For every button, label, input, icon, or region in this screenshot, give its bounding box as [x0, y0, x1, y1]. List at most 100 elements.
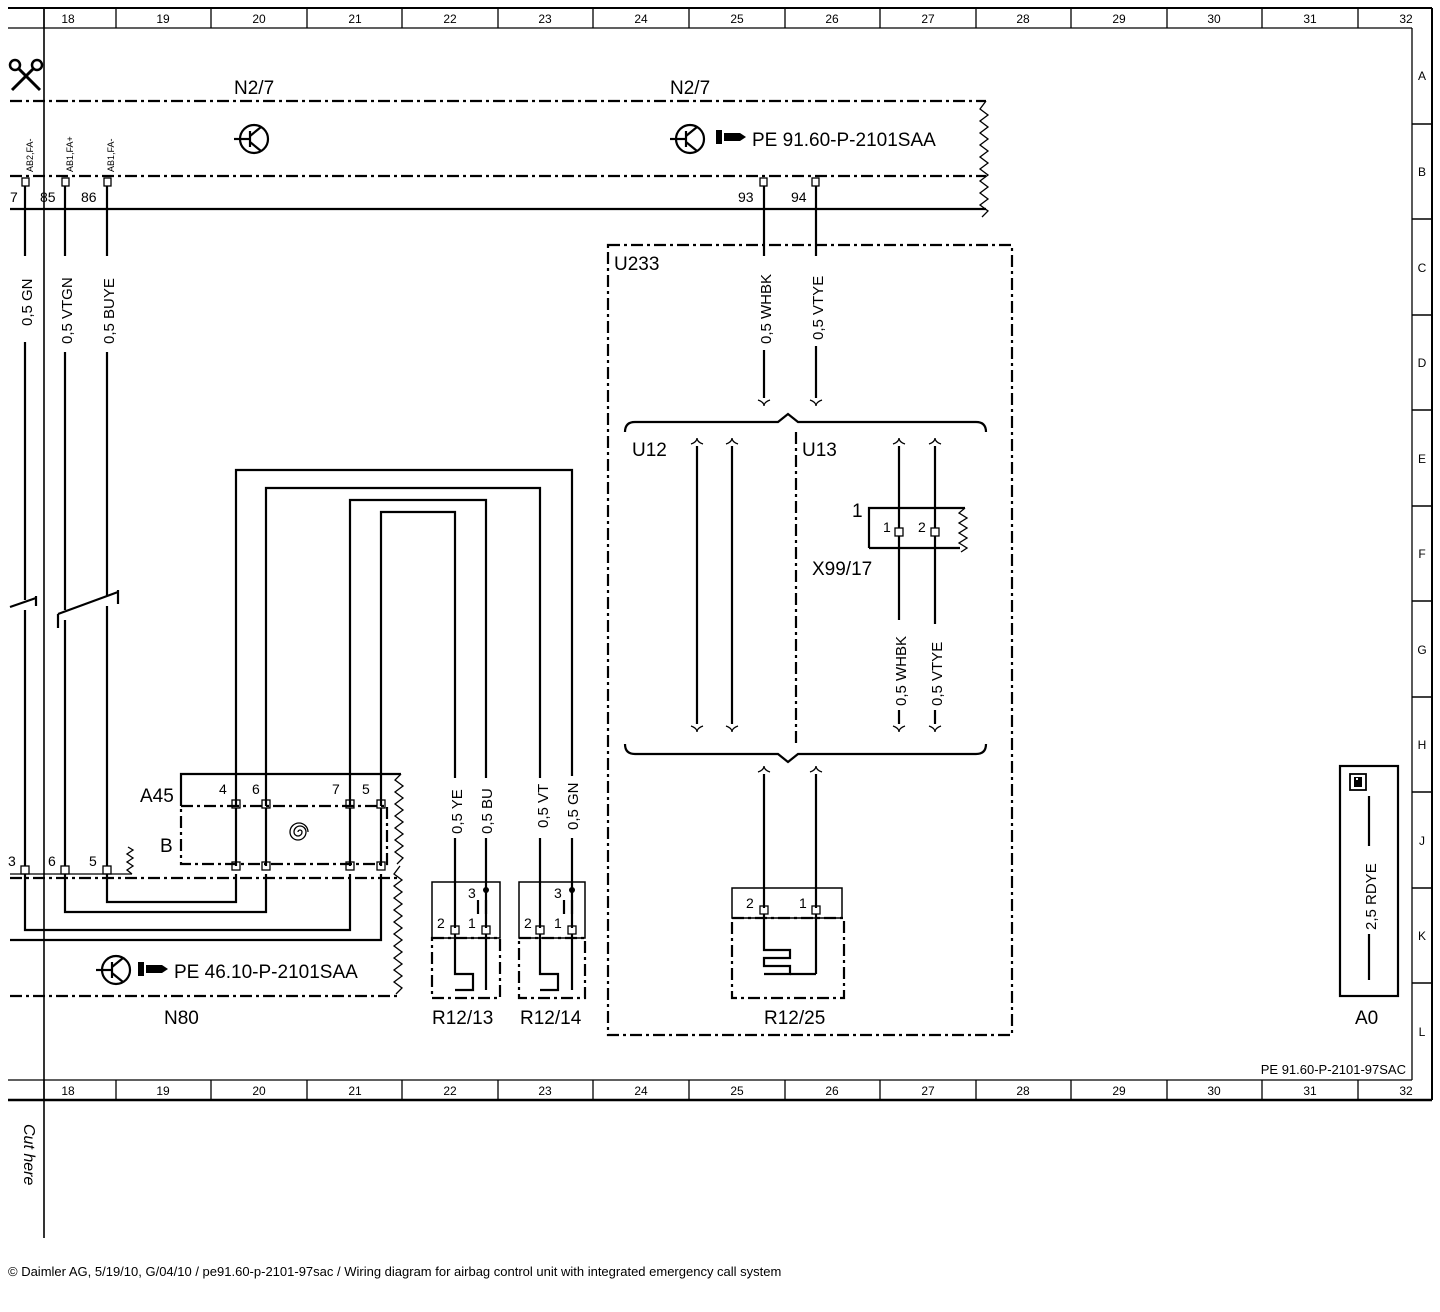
col-top-29: 29 [1112, 12, 1126, 26]
r12-14-pin-1: 1 [554, 915, 562, 931]
a45-pin-6: 6 [252, 781, 260, 797]
col-bottom-31: 31 [1303, 1084, 1317, 1098]
col-top-25: 25 [730, 12, 744, 26]
wire-label-gn: 0,5 GN [19, 278, 36, 326]
bottom-grid-ticks [43, 1080, 1359, 1100]
top-column-numbers: 18 19 20 21 22 23 24 25 26 27 28 29 30 3… [61, 12, 1413, 26]
col-bottom-18: 18 [61, 1084, 75, 1098]
x99-17-pin-1: 1 [883, 519, 891, 535]
col-bottom-19: 19 [156, 1084, 170, 1098]
col-top-31: 31 [1303, 12, 1317, 26]
sheet-reference: PE 91.60-P-2101-97SAC [1261, 1062, 1406, 1077]
row-G: G [1417, 643, 1426, 657]
u233-label: U233 [614, 254, 659, 275]
r12-13-label: R12/13 [432, 1008, 493, 1029]
a45-pin-7: 7 [332, 781, 340, 797]
n80-pin-3: 3 [8, 853, 16, 869]
r12-25-pin-1: 1 [799, 895, 807, 911]
wire-label-vt: 0,5 VT [535, 784, 552, 828]
pin-94: 94 [791, 189, 807, 205]
col-bottom-23: 23 [538, 1084, 552, 1098]
a45-wire-loops [10, 468, 574, 942]
reference-pointer-icon [716, 130, 746, 144]
col-bottom-28: 28 [1016, 1084, 1030, 1098]
x99-17-label: X99/17 [812, 559, 872, 580]
scissors-icon [8, 58, 44, 92]
pin-93: 93 [738, 189, 754, 205]
n80-pin-6: 6 [48, 853, 56, 869]
u233-module: U233 0,5 WHBK 0,5 VTYE U12 U13 [606, 186, 1014, 1037]
wire-label-bu: 0,5 BU [479, 788, 496, 834]
col-bottom-25: 25 [730, 1084, 744, 1098]
info-icon [1349, 773, 1367, 791]
bottom-column-numbers: 18 19 20 21 22 23 24 25 26 27 28 29 30 3… [61, 1084, 1413, 1098]
col-top-28: 28 [1016, 12, 1030, 26]
row-F: F [1418, 547, 1425, 561]
wire-label-ye: 0,5 YE [449, 789, 466, 834]
x99-17-pin-2: 2 [918, 519, 926, 535]
col-bottom-24: 24 [634, 1084, 648, 1098]
col-bottom-29: 29 [1112, 1084, 1126, 1098]
col-bottom-22: 22 [443, 1084, 457, 1098]
sheet-frame [8, 7, 1433, 1238]
col-top-23: 23 [538, 12, 552, 26]
pin-85: 85 [40, 189, 56, 205]
reference-top[interactable]: PE 91.60-P-2101SAA [752, 130, 936, 151]
col-top-19: 19 [156, 12, 170, 26]
row-C: C [1418, 261, 1427, 275]
wire-label-vtye-mid: 0,5 VTYE [929, 642, 946, 706]
a45-clockspring: A45 B 4 6 7 5 [140, 772, 405, 871]
pin-7: 7 [10, 189, 18, 205]
n2-7-connector-pins [21, 177, 820, 187]
r12-13-pin-1: 1 [468, 915, 476, 931]
col-bottom-20: 20 [252, 1084, 266, 1098]
r12-25-label: R12/25 [764, 1008, 825, 1029]
col-top-26: 26 [825, 12, 839, 26]
wire-label-whbk-mid: 0,5 WHBK [893, 636, 910, 706]
footer-copyright: © Daimler AG, 5/19/10, G/04/10 / pe91.60… [8, 1264, 781, 1279]
a45-label: A45 [140, 786, 174, 807]
top-grid-ticks [43, 8, 1359, 28]
right-grid-ticks [1412, 123, 1432, 984]
a0-component: 2,5 RDYE A0 [1338, 764, 1400, 1029]
col-top-22: 22 [443, 12, 457, 26]
x99-17-pin-1-outer: 1 [852, 501, 863, 522]
reference-pointer-icon [138, 962, 168, 976]
r12-13-pin-3: 3 [468, 885, 476, 901]
u12-label: U12 [632, 440, 667, 461]
row-H: H [1418, 738, 1427, 752]
n2-7-label-right: N2/7 [670, 78, 710, 99]
col-top-18: 18 [61, 12, 75, 26]
reference-bottom[interactable]: PE 46.10-P-2101SAA [174, 962, 358, 983]
col-top-24: 24 [634, 12, 648, 26]
pin-86: 86 [81, 189, 97, 205]
row-J: J [1419, 834, 1425, 848]
r12-14-pin-2: 2 [524, 915, 532, 931]
r12-13-pin-2: 2 [437, 915, 445, 931]
r12-14-label: R12/14 [520, 1008, 582, 1029]
row-L: L [1419, 1025, 1426, 1039]
n2-7-label-left: N2/7 [234, 78, 274, 99]
heating-element-icon [762, 914, 818, 976]
col-bottom-26: 26 [825, 1084, 839, 1098]
col-bottom-21: 21 [348, 1084, 362, 1098]
left-wire-group: 0,5 GN 0,5 VTGN 0,5 BUYE [9, 186, 120, 866]
a45-pin-5: 5 [362, 781, 370, 797]
a45-pin-4: 4 [219, 781, 227, 797]
col-top-20: 20 [252, 12, 266, 26]
n2-7-module: N2/7 N2/7 PE 91.60-P-2101SAA [10, 78, 990, 218]
col-top-32: 32 [1399, 12, 1413, 26]
electronic-component-icon [96, 954, 132, 986]
r12-14-component: 0,5 VT 0,5 GN 3 2 1 R12/14 [517, 782, 587, 1029]
r12-13-component: 0,5 YE 0,5 BU 3 2 1 R12/13 [430, 788, 502, 1029]
n80-pin-5: 5 [89, 853, 97, 869]
wire-label-buye: 0,5 BUYE [101, 278, 118, 344]
wire-label-rdye: 2,5 RDYE [1363, 863, 1380, 930]
row-K: K [1418, 929, 1426, 943]
electronic-component-icon [234, 123, 270, 155]
col-top-21: 21 [348, 12, 362, 26]
cut-here-label: Cut here [20, 1124, 37, 1185]
col-bottom-30: 30 [1207, 1084, 1221, 1098]
r12-25-pin-2: 2 [746, 895, 754, 911]
